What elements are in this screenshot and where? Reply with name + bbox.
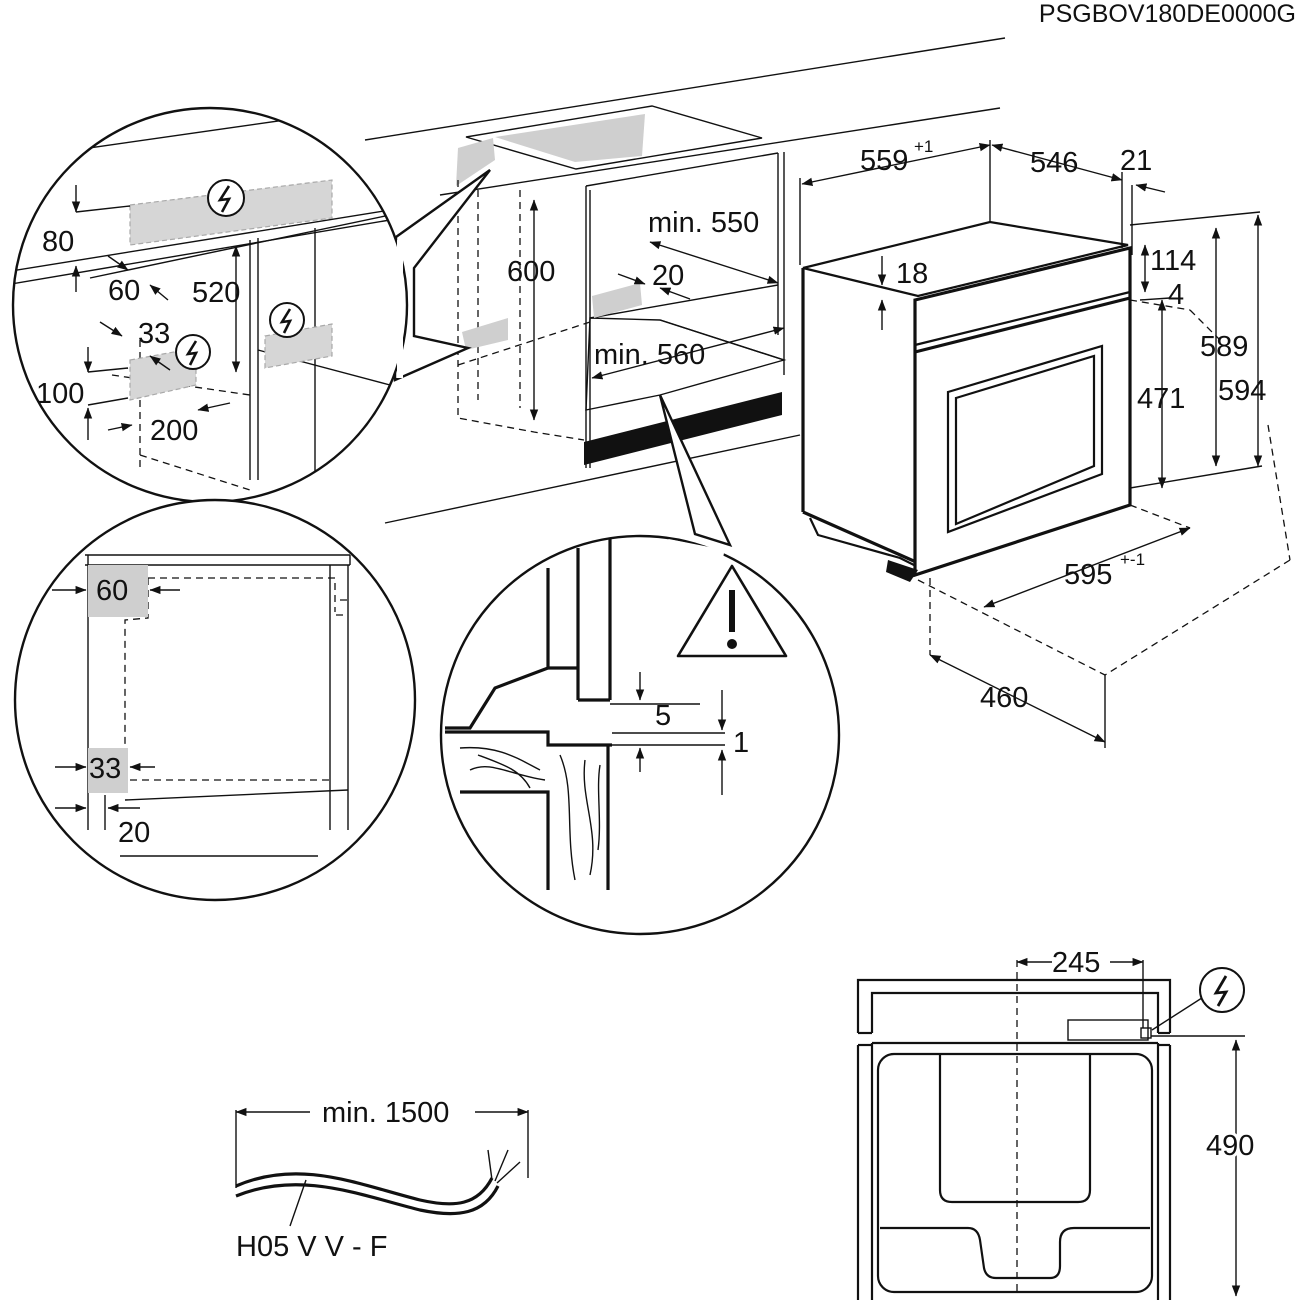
cable-length-label: min. 1500	[322, 1097, 449, 1129]
niche-gap-label: 20	[652, 260, 684, 292]
oven-rear-view: 245 490	[856, 947, 1257, 1300]
power-cable: min. 1500 H05 V V - F	[235, 1097, 529, 1263]
oven-front-panel-label: 21	[1120, 145, 1152, 177]
side-gap-60-label: 60	[96, 575, 128, 607]
hob-cutout	[465, 105, 763, 170]
worktop-height-520-label: 520	[192, 277, 240, 309]
oven-3d	[801, 220, 1132, 582]
zoom-side-section: 60 33 20	[13, 498, 417, 902]
warning-triangle-icon	[676, 564, 788, 658]
rear-height-490-label: 490	[1206, 1130, 1254, 1162]
oven-top-offset-label: 18	[896, 258, 928, 290]
electric-connection-icon	[1199, 967, 1245, 1013]
niche-height-label: 600	[507, 256, 555, 288]
oven-width-label: 595	[1064, 559, 1112, 591]
niche-dimensions: 600 min. 550 20 min. 560	[507, 199, 785, 421]
plinth-strip	[584, 392, 782, 465]
oven-height-589-label: 589	[1200, 331, 1248, 363]
zoom-worktop-detail: 80 60 520 33 100 200	[11, 106, 491, 504]
niche-width-label: min. 560	[594, 339, 705, 371]
hob-connection-zone	[495, 114, 645, 162]
wall-connection-zone	[456, 138, 495, 186]
oven-depth-body-label: 546	[1030, 147, 1078, 179]
oven-body-height-label: 471	[1137, 383, 1185, 415]
niche-depth-label: min. 550	[648, 207, 759, 239]
socket-width-200-label: 200	[150, 415, 198, 447]
rear-zone	[592, 283, 642, 318]
side-gap-33-label: 33	[89, 753, 121, 785]
oven-depth-total-tolerance: +1	[914, 137, 933, 156]
socket-zone	[462, 318, 508, 350]
oven-body-depth-label: 460	[980, 682, 1028, 714]
document-code: PSGBOV180DE0000G	[1039, 0, 1296, 28]
socket-offset-33-label: 33	[138, 318, 170, 350]
mount-gap-5-label: 5	[655, 700, 671, 732]
side-gap-20-label: 20	[118, 817, 150, 849]
oven-panel-height-label: 114	[1150, 245, 1196, 277]
zoom-mounting-detail: 5 1	[439, 394, 841, 936]
rear-offset-245-label: 245	[1052, 947, 1100, 979]
oven-width-tolerance: +-1	[1120, 550, 1145, 569]
oven-height-594-label: 594	[1218, 375, 1266, 407]
worktop-gap-80-label: 80	[42, 226, 74, 258]
oven-dimensions: 559 +1 546 21 18 114 4 471 589 594 595 +…	[801, 137, 1266, 743]
cable-type-label: H05 V V - F	[236, 1231, 388, 1263]
electric-connection-icon	[207, 179, 245, 217]
mount-gap-1-label: 1	[733, 727, 749, 759]
electric-connection-icon	[175, 334, 211, 370]
oven-depth-total-label: 559	[860, 145, 908, 177]
electric-connection-icon	[269, 302, 305, 338]
worktop-gap-60-label: 60	[108, 275, 140, 307]
oven-panel-gap-label: 4	[1168, 279, 1184, 311]
socket-height-100-label: 100	[36, 378, 84, 410]
